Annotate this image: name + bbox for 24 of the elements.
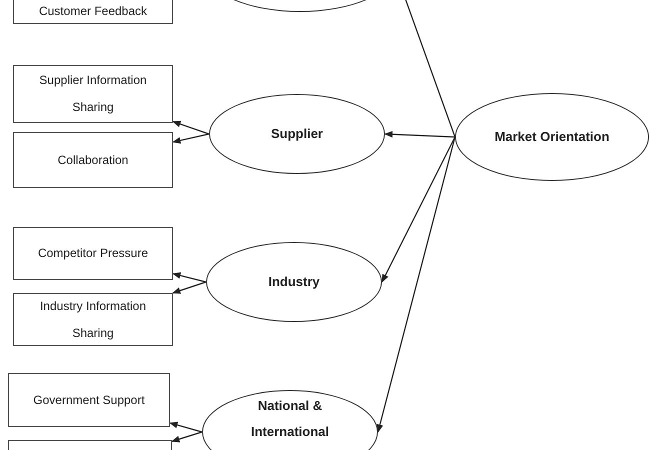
node-label: Industry: [268, 273, 320, 291]
node-label: Collaboration: [58, 152, 128, 168]
text-box: [8, 373, 170, 427]
arrow: [172, 133, 210, 144]
node-label: Supplier: [270, 125, 323, 143]
node-label: Government Support: [33, 392, 145, 408]
arrow: [172, 281, 206, 294]
node-label: Market Orientation: [494, 128, 610, 146]
node-label: Supplier Information Sharing: [38, 72, 148, 116]
node-label: Industry Information Sharing: [38, 298, 148, 342]
arrow: [381, 136, 456, 283]
text-box: [13, 65, 173, 123]
arrow: [169, 422, 202, 433]
arrow: [172, 272, 206, 283]
text-box: [13, 132, 173, 188]
arrow: [384, 130, 456, 138]
node-label: Customer Feedback: [38, 3, 148, 20]
arrow: [172, 120, 210, 135]
arrow: [171, 431, 202, 442]
text-box: [13, 227, 173, 280]
node-label: National & International: [250, 397, 330, 441]
arrow: [376, 136, 456, 433]
node-label: Competitor Pressure: [38, 245, 148, 262]
text-box: [13, 293, 173, 346]
